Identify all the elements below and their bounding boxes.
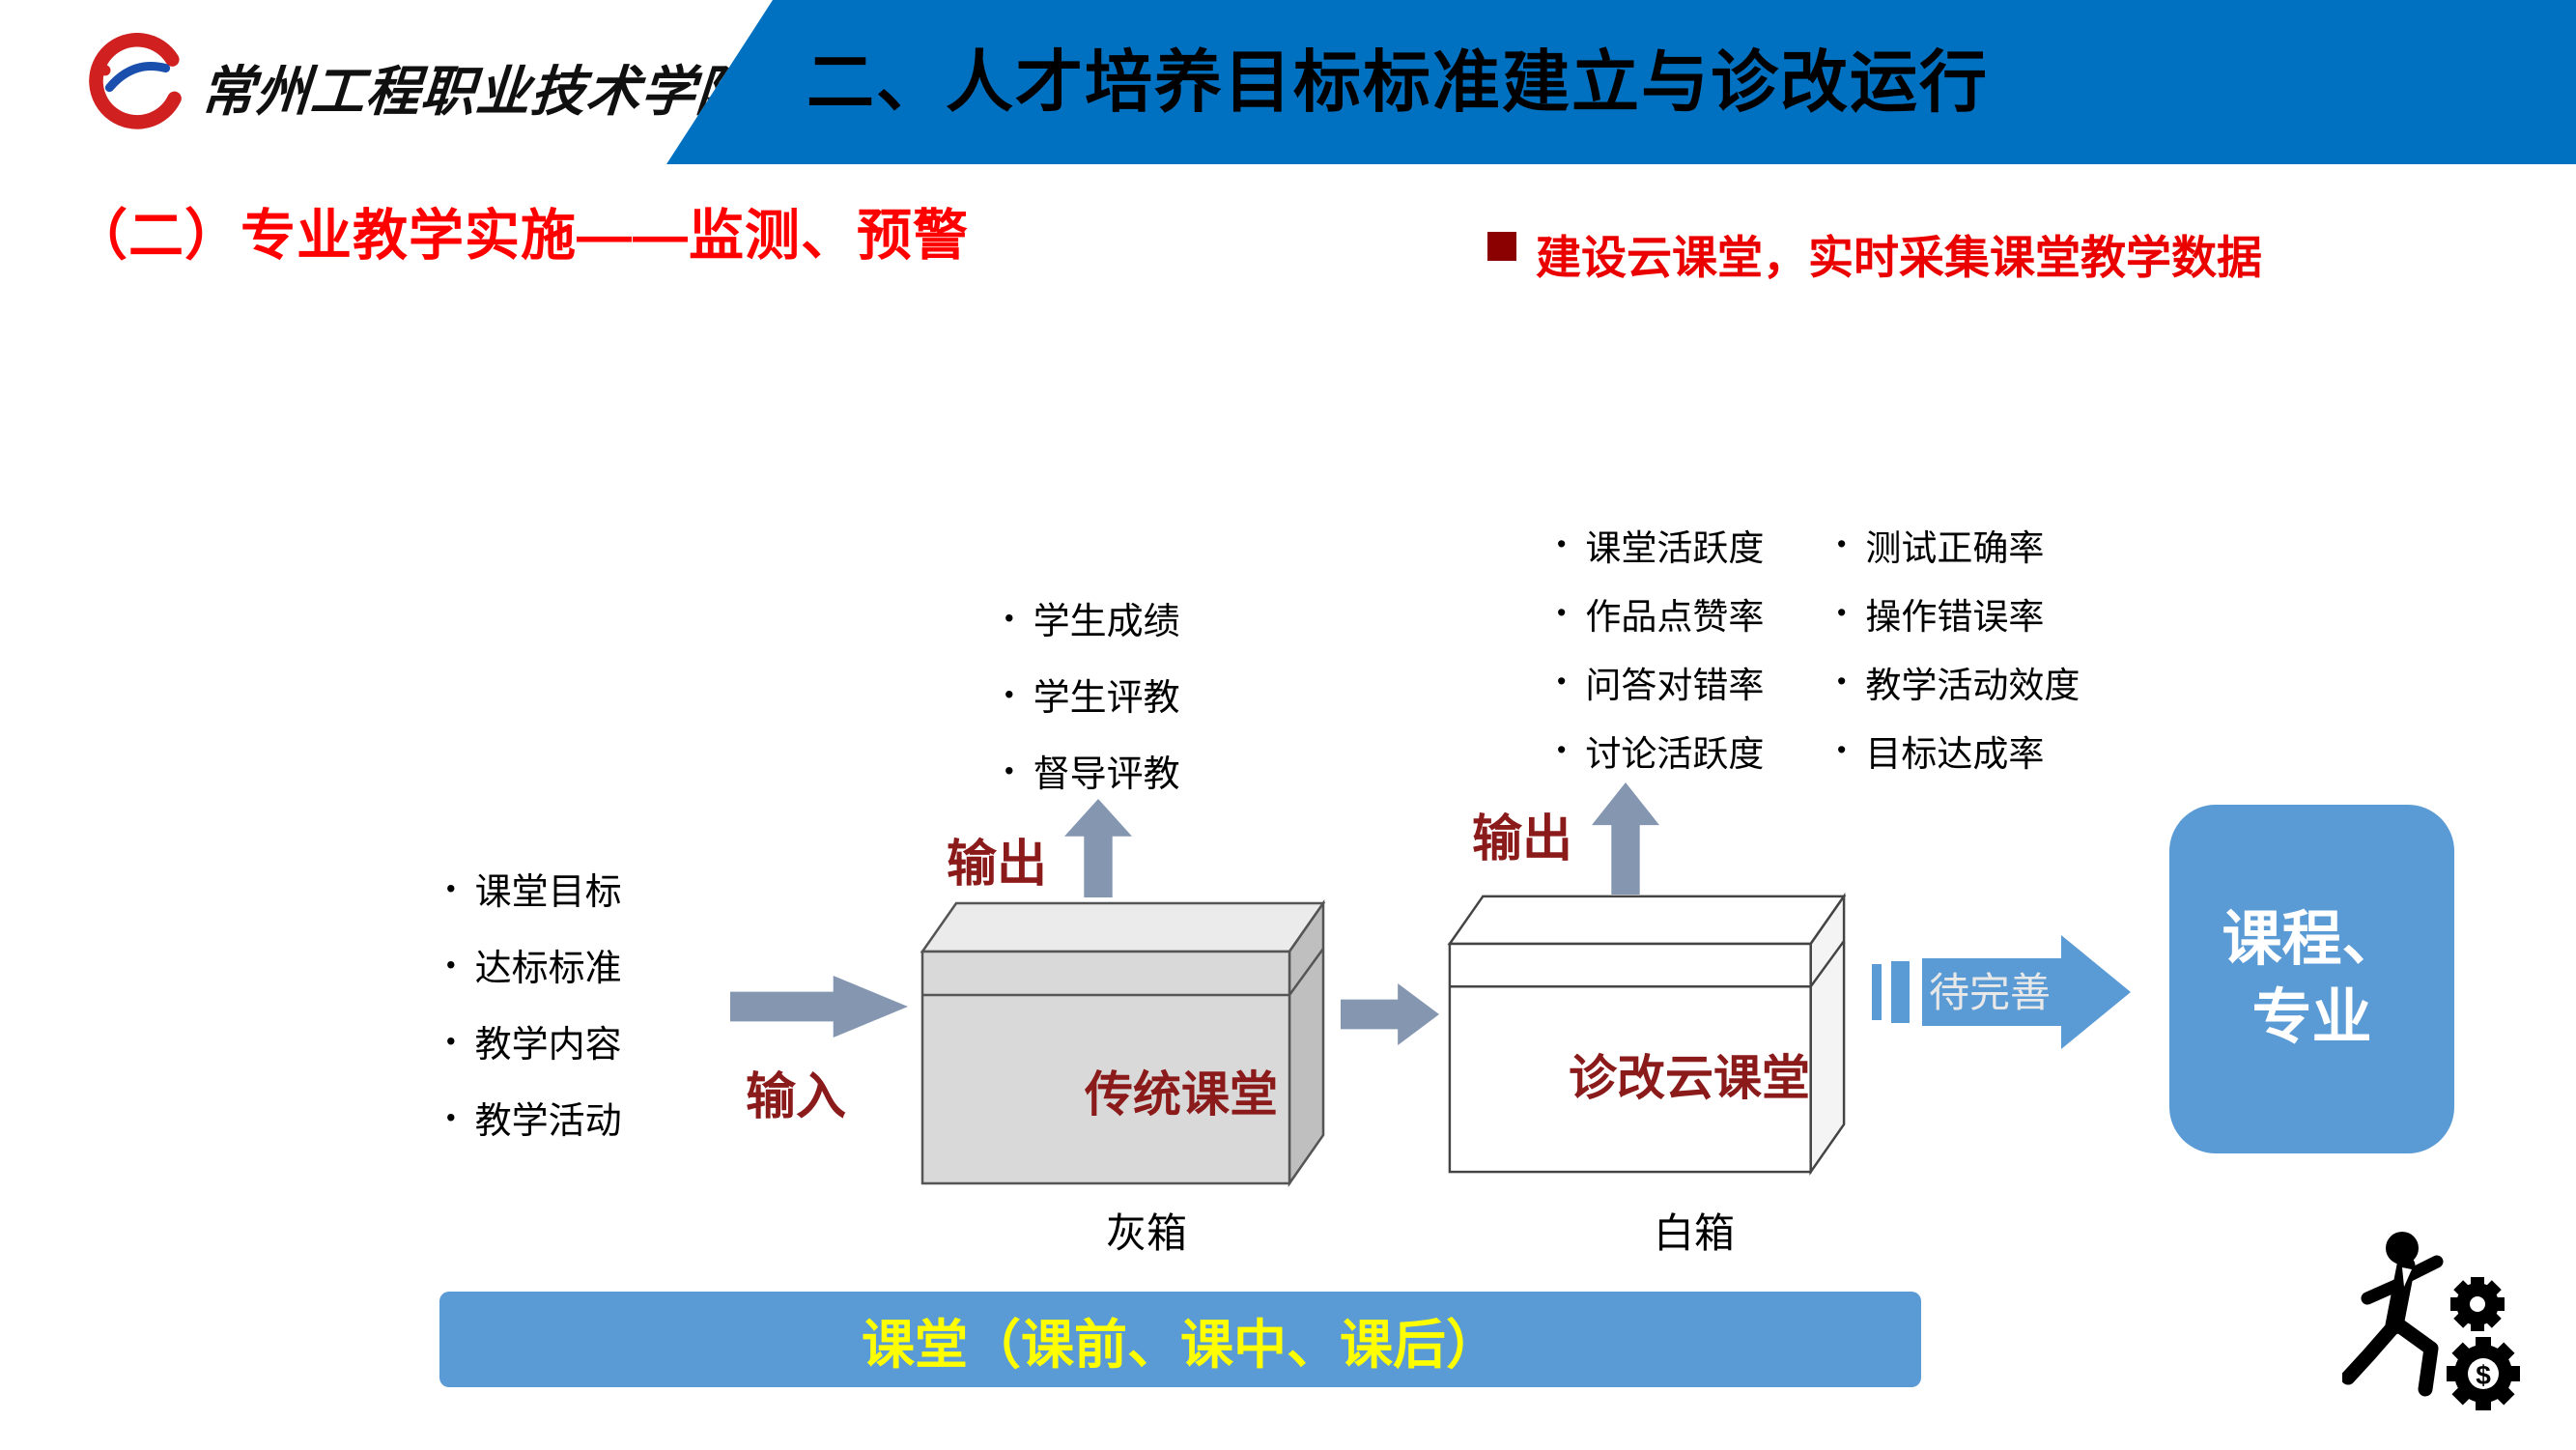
page-title: 二、人才培养目标标准建立与诊改运行 bbox=[807, 44, 1989, 120]
college-name: 常州工程职业技术学院 bbox=[198, 63, 753, 123]
traditional-classroom-box: 传统课堂 bbox=[913, 894, 1333, 1188]
list-item: 目标达成率 bbox=[1837, 716, 2080, 784]
list-item: 测试正确率 bbox=[1837, 510, 2080, 579]
pending-arrow-icon: 待完善 bbox=[1872, 935, 2131, 1049]
output-label-traditional: 输出 bbox=[947, 837, 1048, 893]
classroom-phase-text: 课堂（课前、课中、课后） bbox=[861, 1314, 1499, 1375]
result-box: 课程、 专业 bbox=[2169, 805, 2454, 1153]
square-bullet-icon bbox=[1487, 232, 1516, 261]
list-item: 课堂目标 bbox=[446, 850, 622, 926]
white-box-shape bbox=[1447, 892, 1847, 1176]
dollar-gear-icon: $ bbox=[2447, 1337, 2520, 1410]
section-heading: （二）专业教学实施——监测、预警 bbox=[72, 205, 969, 267]
traditional-outputs-list: 学生成绩 学生评教 督导评教 bbox=[1005, 580, 1180, 809]
inputs-list: 课堂目标 达标标准 教学内容 教学活动 bbox=[446, 850, 622, 1155]
logo-plate: 常州工程职业技术学院 bbox=[0, 0, 773, 164]
traditional-classroom-label: 传统课堂 bbox=[1085, 1067, 1278, 1122]
list-item: 课堂活跃度 bbox=[1557, 510, 1779, 579]
college-emblem-icon bbox=[79, 25, 187, 137]
note-text: 建设云课堂，实时采集课堂教学数据 bbox=[1536, 232, 2262, 283]
input-arrow-icon bbox=[730, 976, 908, 1038]
list-item: 学生评教 bbox=[1005, 656, 1180, 732]
input-label: 输入 bbox=[746, 1069, 847, 1125]
list-item: 达标标准 bbox=[446, 926, 622, 1003]
gray-box-shape bbox=[920, 899, 1326, 1187]
list-item: 问答对错率 bbox=[1557, 647, 1779, 716]
list-item: 作品点赞率 bbox=[1557, 579, 1779, 647]
output-label-cloud: 输出 bbox=[1472, 811, 1573, 867]
cloud-outputs-col1: 课堂活跃度 作品点赞率 问答对错率 讨论活跃度 bbox=[1557, 510, 1779, 784]
result-line1: 课程、 bbox=[2222, 905, 2402, 973]
cloud-outputs-list: 课堂活跃度 作品点赞率 问答对错率 讨论活跃度 测试正确率 操作错误率 教学活动… bbox=[1557, 510, 2080, 784]
list-item: 教学活动效度 bbox=[1837, 647, 2080, 716]
dollar-sign: $ bbox=[2476, 1360, 2491, 1390]
between-boxes-arrow-icon bbox=[1341, 983, 1439, 1045]
list-item: 学生成绩 bbox=[1005, 580, 1180, 656]
runner-icon bbox=[2342, 1232, 2444, 1397]
list-item: 督导评教 bbox=[1005, 732, 1180, 809]
list-item: 教学活动 bbox=[446, 1079, 622, 1155]
list-item: 操作错误率 bbox=[1837, 579, 2080, 647]
output-arrow-cloud-icon bbox=[1592, 782, 1659, 895]
runner-gears-icon: $ bbox=[2342, 1232, 2520, 1410]
cloud-classroom-box: 诊改云课堂 bbox=[1439, 887, 1854, 1177]
classroom-phase-bar: 课堂（课前、课中、课后） bbox=[439, 1292, 1921, 1387]
result-line2: 专业 bbox=[2251, 983, 2372, 1051]
header-bar: 常州工程职业技术学院 二、人才培养目标标准建立与诊改运行 bbox=[0, 0, 2576, 164]
cloud-outputs-col2: 测试正确率 操作错误率 教学活动效度 目标达成率 bbox=[1837, 510, 2080, 784]
white-box-caption: 白箱 bbox=[1654, 1210, 1736, 1256]
gray-box-caption: 灰箱 bbox=[1106, 1210, 1188, 1256]
output-arrow-traditional-icon bbox=[1064, 799, 1132, 897]
list-item: 讨论活跃度 bbox=[1557, 716, 1779, 784]
pending-arrow-label: 待完善 bbox=[1929, 970, 2051, 1015]
note: 建设云课堂，实时采集课堂教学数据 bbox=[1487, 220, 2262, 287]
list-item: 教学内容 bbox=[446, 1003, 622, 1079]
gear-icon bbox=[2450, 1277, 2505, 1331]
cloud-classroom-label: 诊改云课堂 bbox=[1569, 1051, 1810, 1105]
